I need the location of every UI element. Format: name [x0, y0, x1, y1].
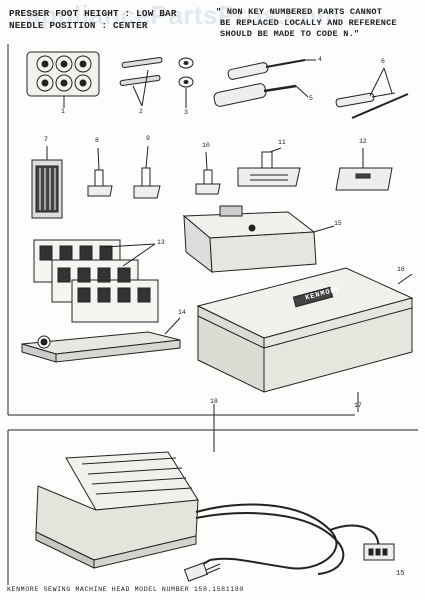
part-8-zipper-foot: [87, 147, 113, 197]
callout-15: 15: [334, 220, 342, 227]
callout-17: 17: [354, 402, 362, 409]
part-18-foot-control: [35, 404, 395, 582]
header-needle-position: NEEDLE POSITION : CENTER: [9, 20, 148, 31]
part-14-cam-tray: [21, 317, 181, 363]
callout-18: 18: [210, 398, 218, 405]
callout-12: 12: [359, 138, 367, 145]
callout-3: 3: [184, 109, 188, 116]
header-note-line-3: SHOULD BE MADE TO CODE N.": [220, 29, 360, 39]
callout-9: 9: [146, 135, 150, 142]
part-11-buttonhole-foot: [237, 147, 301, 187]
callout-8: 8: [95, 137, 99, 144]
callout-7: 7: [44, 136, 48, 143]
part-2-spool-pins: [119, 56, 163, 107]
part-16-accessory-case: [196, 267, 414, 393]
part-15-attachment-box: [182, 205, 335, 274]
header-note-line-2: BE REPLACED LOCALLY AND REFERENCE: [220, 18, 397, 28]
part-13-cams: [33, 239, 159, 323]
callout-13: 13: [157, 239, 165, 246]
callout-11: 11: [278, 139, 286, 146]
callout-2: 2: [139, 108, 143, 115]
part-6-seam-ripper: [335, 67, 409, 119]
part-3-spool-felts: [178, 57, 194, 108]
watermark: appliancePartsPros.com: [26, 0, 341, 30]
model-caption: KENMORE SEWING MACHINE HEAD MODEL NUMBER…: [7, 586, 244, 593]
callout-14: 14: [178, 309, 186, 316]
part-10-special-foot: [195, 151, 221, 195]
part-9-presser-foot: [133, 145, 161, 199]
callout-5: 5: [309, 95, 313, 102]
part-5-screwdriver-large: [213, 83, 309, 107]
page-number: 15: [396, 570, 405, 578]
header-note-line-1: " NON KEY NUMBERED PARTS CANNOT: [216, 7, 383, 17]
part-12-feed-cover-plate: [335, 148, 393, 191]
part-4-screwdriver-small: [227, 59, 316, 80]
callout-6: 6: [381, 58, 385, 65]
part-7-needle-package: [31, 146, 63, 219]
callout-4: 4: [318, 56, 322, 63]
callout-1: 1: [61, 108, 65, 115]
callout-16: 16: [397, 266, 405, 273]
header-presser-foot: PRESSER FOOT HEIGHT : LOW BAR: [9, 8, 177, 19]
callout-10: 10: [202, 142, 210, 149]
part-1-bobbins: [26, 51, 100, 108]
